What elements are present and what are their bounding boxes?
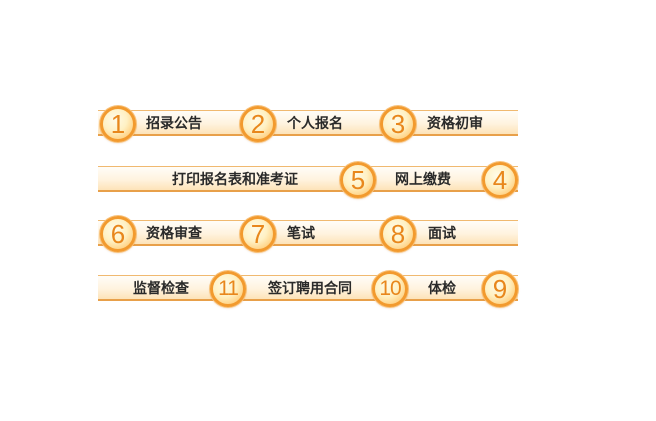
step-label: 面试 (428, 226, 456, 242)
step-label: 签订聘用合同 (268, 281, 352, 297)
step-number: 5 (350, 165, 366, 195)
step-label: 监督检查 (133, 281, 189, 297)
step-number-circle-8: 8 (380, 216, 416, 252)
step-label: 资格初审 (427, 116, 483, 132)
step-label: 招录公告 (146, 116, 202, 132)
step-number: 10 (379, 277, 401, 300)
step-number: 8 (390, 219, 406, 249)
step-number: 9 (492, 274, 508, 304)
step-label: 个人报名 (287, 116, 343, 132)
step-number: 6 (110, 219, 126, 249)
step-number-circle-5: 5 (340, 162, 376, 198)
step-number: 11 (218, 277, 239, 300)
step-number-circle-6: 6 (100, 216, 136, 252)
step-number: 4 (492, 165, 508, 195)
step-number-circle-10: 10 (372, 271, 408, 307)
step-label: 体检 (428, 281, 456, 297)
step-number-circle-9: 9 (482, 271, 518, 307)
step-number: 1 (110, 109, 126, 139)
step-label: 资格审查 (146, 226, 202, 242)
step-number: 7 (250, 219, 266, 249)
flow-row-band (98, 220, 518, 246)
step-number-circle-4: 4 (482, 162, 518, 198)
flow-row-band (98, 166, 518, 192)
step-label: 笔试 (287, 226, 315, 242)
step-number-circle-11: 11 (210, 271, 246, 307)
step-label: 网上缴费 (395, 172, 451, 188)
step-number-circle-7: 7 (240, 216, 276, 252)
flow-row-band (98, 110, 518, 136)
step-number: 3 (390, 109, 406, 139)
step-number-circle-1: 1 (100, 106, 136, 142)
step-number-circle-3: 3 (380, 106, 416, 142)
step-label: 打印报名表和准考证 (172, 172, 298, 188)
step-number: 2 (250, 109, 266, 139)
flow-row-band (98, 275, 518, 301)
step-number-circle-2: 2 (240, 106, 276, 142)
